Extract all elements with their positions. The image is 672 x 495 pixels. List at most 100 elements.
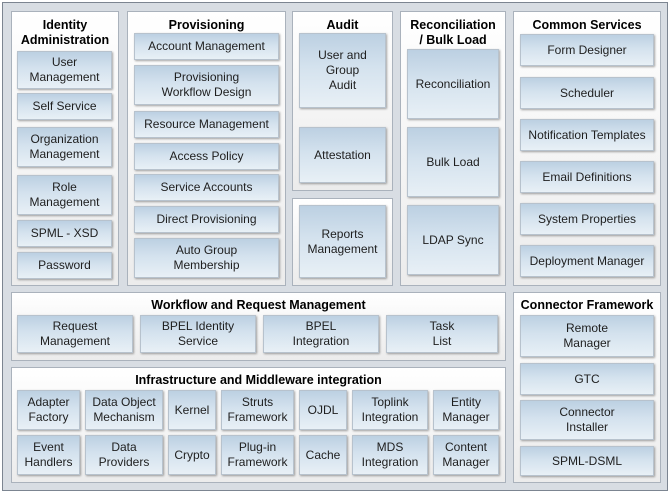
component-account-management: Account Management	[134, 33, 279, 60]
component-user-management: User Management	[17, 51, 112, 89]
component-deployment-manager: Deployment Manager	[520, 245, 654, 277]
component-label: Provisioning Workflow Design	[161, 70, 252, 99]
component-label: Access Policy	[169, 149, 244, 163]
component-data-object-mechanism: Data Object Mechanism	[85, 390, 163, 430]
component-label: Adapter Factory	[27, 395, 70, 424]
component-label: BPEL Identity Service	[161, 319, 235, 348]
identity-administration-title: Identity Administration	[20, 18, 110, 47]
component-event-handlers: Event Handlers	[17, 435, 80, 475]
component-plug-in-framework: Plug-in Framework	[221, 435, 294, 475]
component-role-management: Role Management	[17, 175, 112, 215]
component-label: Connector Installer	[559, 405, 615, 434]
component-label: System Properties	[537, 211, 637, 226]
component-bulk-load: Bulk Load	[407, 127, 499, 197]
component-task-list: Task List	[386, 315, 498, 353]
component-label: Reports Management	[307, 226, 378, 256]
component-reports-management: Reports Management	[299, 205, 386, 278]
component-label: Attestation	[314, 147, 371, 162]
component-spml-dsml: SPML-DSML	[520, 446, 654, 476]
component-label: Direct Provisioning	[156, 212, 257, 226]
component-label: Service Accounts	[160, 180, 253, 194]
component-label: Email Definitions	[542, 169, 632, 184]
component-label: Remote Manager	[563, 321, 611, 350]
infrastructure-title: Infrastructure and Middleware integratio…	[135, 373, 382, 387]
connector-framework-title: Connector Framework	[520, 298, 654, 312]
component-label: GTC	[574, 371, 600, 386]
component-bpel-integration: BPEL Integration	[263, 315, 379, 353]
component-label: Cache	[305, 447, 341, 462]
component-label: Resource Management	[144, 117, 269, 131]
component-label: BPEL Integration	[292, 319, 350, 348]
component-label: User Management	[29, 55, 100, 84]
component-label: Password	[38, 258, 91, 272]
component-label: User and Group Audit	[318, 48, 367, 92]
component-resource-management: Resource Management	[134, 111, 279, 138]
component-label: SPML - XSD	[30, 226, 99, 240]
component-label: LDAP Sync	[422, 232, 484, 247]
component-label: Data Object Mechanism	[92, 395, 156, 424]
component-entity-manager: Entity Manager	[433, 390, 499, 430]
component-spml-xsd: SPML - XSD	[17, 220, 112, 247]
component-bpel-identity-service: BPEL Identity Service	[140, 315, 256, 353]
component-service-accounts: Service Accounts	[134, 174, 279, 201]
component-label: Toplink Integration	[361, 395, 419, 424]
component-label: Account Management	[148, 39, 265, 53]
component-label: Data Providers	[98, 440, 150, 469]
component-label: Scheduler	[559, 85, 615, 100]
component-request-management: Request Management	[17, 315, 133, 353]
component-label: Plug-in Framework	[227, 440, 288, 469]
component-kernel: Kernel	[168, 390, 216, 430]
component-toplink-integration: Toplink Integration	[352, 390, 428, 430]
component-label: Entity Manager	[442, 395, 490, 424]
component-content-manager: Content Manager	[433, 435, 499, 475]
provisioning-title: Provisioning	[168, 18, 245, 32]
component-user-and-group-audit: User and Group Audit	[299, 33, 386, 108]
component-label: Task List	[429, 319, 455, 348]
component-adapter-factory: Adapter Factory	[17, 390, 80, 430]
reconciliation-title: Reconciliation / Bulk Load	[410, 18, 496, 47]
component-email-definitions: Email Definitions	[520, 161, 654, 193]
component-organization-management: Organization Management	[17, 127, 112, 167]
component-label: Bulk Load	[426, 154, 480, 169]
component-mds-integration: MDS Integration	[352, 435, 428, 475]
common-services-title: Common Services	[532, 18, 642, 32]
component-label: Request Management	[39, 319, 111, 348]
component-ldap-sync: LDAP Sync	[407, 205, 499, 275]
component-reconciliation: Reconciliation	[407, 49, 499, 119]
component-notification-templates: Notification Templates	[520, 119, 654, 151]
component-gtc: GTC	[520, 363, 654, 395]
component-ojdl: OJDL	[299, 390, 347, 430]
component-label: Organization Management	[29, 132, 100, 161]
audit-title: Audit	[326, 18, 359, 32]
component-label: Self Service	[32, 99, 97, 113]
component-label: Crypto	[174, 447, 210, 462]
workflow-title: Workflow and Request Management	[151, 298, 366, 312]
component-label: Event Handlers	[24, 440, 73, 469]
component-label: Role Management	[29, 180, 100, 209]
component-label: Content Manager	[442, 440, 490, 469]
component-access-policy: Access Policy	[134, 143, 279, 170]
component-password: Password	[17, 252, 112, 279]
component-struts-framework: Struts Framework	[221, 390, 294, 430]
component-self-service: Self Service	[17, 93, 112, 120]
component-label: OJDL	[307, 402, 339, 417]
component-direct-provisioning: Direct Provisioning	[134, 206, 279, 233]
component-cache: Cache	[299, 435, 347, 475]
component-provisioning-workflow-design: Provisioning Workflow Design	[134, 65, 279, 105]
component-label: Deployment Manager	[529, 253, 645, 268]
component-label: Form Designer	[547, 42, 627, 57]
component-label: Auto Group Membership	[173, 243, 240, 272]
component-label: Notification Templates	[528, 127, 646, 142]
component-label: SPML-DSML	[551, 453, 622, 468]
component-crypto: Crypto	[168, 435, 216, 475]
component-remote-manager: Remote Manager	[520, 315, 654, 357]
component-label: Struts Framework	[227, 395, 288, 424]
component-form-designer: Form Designer	[520, 34, 654, 66]
component-scheduler: Scheduler	[520, 77, 654, 109]
component-system-properties: System Properties	[520, 203, 654, 235]
component-data-providers: Data Providers	[85, 435, 163, 475]
component-label: Reconciliation	[415, 76, 491, 91]
component-label: Kernel	[174, 402, 210, 417]
component-auto-group-membership: Auto Group Membership	[134, 238, 279, 278]
